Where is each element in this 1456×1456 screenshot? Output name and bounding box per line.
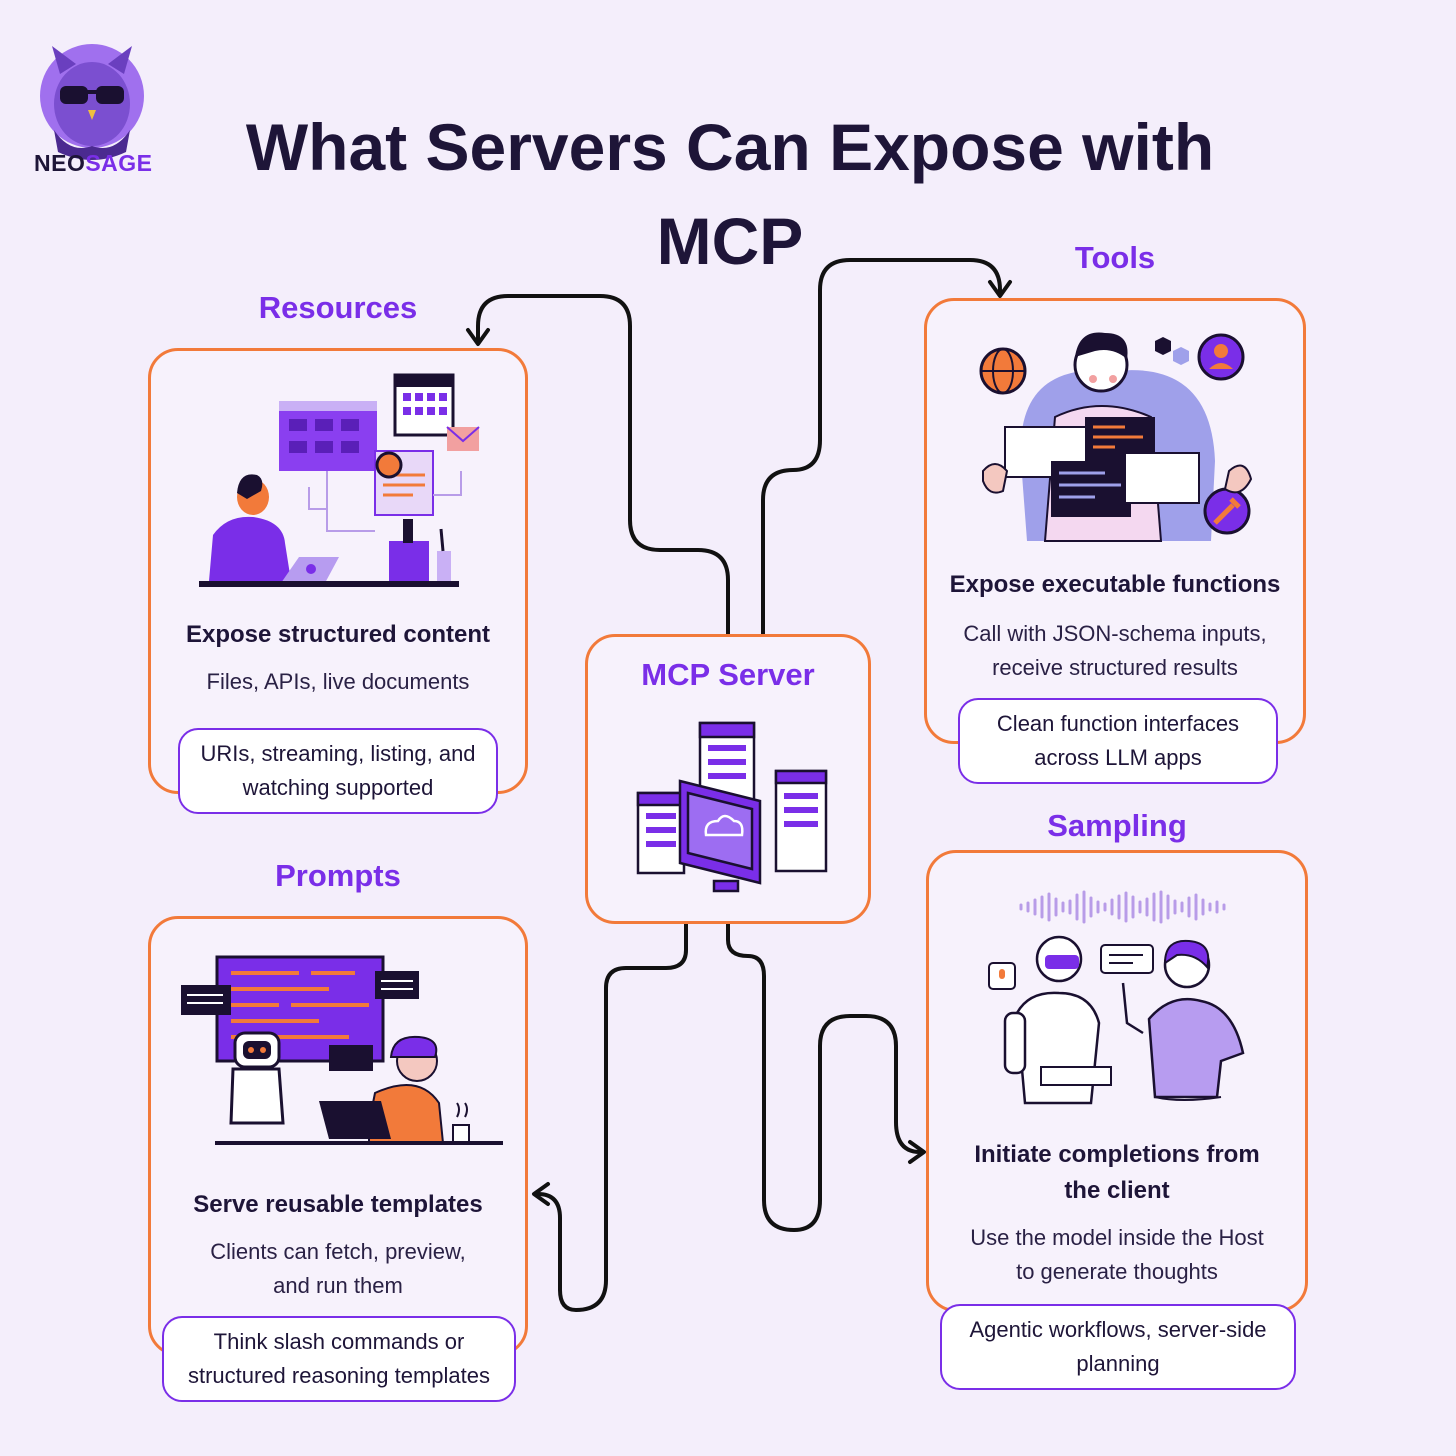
globe-icon: [979, 347, 1027, 395]
prompts-description: Clients can fetch, preview, and run them: [210, 1239, 466, 1298]
brand-wordmark: NEOSAGE: [34, 150, 153, 177]
tools-illustration: [979, 332, 1253, 542]
connector-prompts: [536, 922, 688, 1312]
resources-note: URIs, streaming, listing, and watching s…: [178, 728, 498, 814]
envelope-icon: [446, 426, 480, 451]
coffee-cup-icon: [452, 1102, 470, 1144]
brand-part-2: SAGE: [85, 150, 153, 176]
tools-note: Clean function interfaces across LLM app…: [958, 698, 1278, 784]
resources-card: Expose structured content Files, APIs, l…: [148, 348, 528, 794]
prompts-title: Prompts: [275, 858, 401, 893]
mcp-server-title: MCP Server: [641, 657, 815, 692]
server-rack-icon: [636, 721, 828, 893]
resources-description: Files, APIs, live documents: [206, 669, 470, 694]
owl-logo-icon: [40, 44, 144, 160]
tools-card: Expose executable functions Call with JS…: [924, 298, 1306, 744]
laptop-icon: [319, 1101, 391, 1139]
sampling-title: Sampling: [1047, 808, 1187, 843]
prompts-card: Serve reusable templates Clients can fet…: [148, 916, 528, 1356]
soundwave-graphic: [1019, 890, 1226, 924]
tools-description: Call with JSON-schema inputs, receive st…: [963, 621, 1267, 680]
connector-sampling: [726, 922, 922, 1232]
sampling-description: Use the model inside the Host to generat…: [970, 1225, 1264, 1284]
brand-part-1: NEO: [34, 150, 86, 176]
folder-icon: [289, 419, 359, 453]
sampling-card: Initiate completions from the client Use…: [926, 850, 1308, 1312]
sampling-illustration: [988, 890, 1245, 1105]
resources-headline: Expose structured content: [185, 621, 491, 648]
sampling-headline: Initiate completions from the client: [974, 1141, 1260, 1204]
robot-icon: [229, 1031, 285, 1125]
prompts-illustration: [181, 955, 503, 1145]
mcp-server-card: MCP Server: [585, 634, 871, 924]
title-line-2: MCP: [656, 204, 804, 278]
user-icon: [1197, 333, 1245, 381]
chat-bubble-icon: [1100, 944, 1154, 974]
prompts-headline: Serve reusable templates: [193, 1191, 483, 1218]
resources-illustration: [199, 373, 480, 587]
laptop-icon: [306, 564, 316, 574]
tools-headline: Expose executable functions: [949, 571, 1281, 598]
title-line-1: What Servers Can Expose with: [245, 110, 1215, 184]
robot-icon: [1003, 935, 1101, 1105]
tools-title: Tools: [1074, 240, 1156, 275]
sampling-note: Agentic workflows, server-side planning: [940, 1304, 1296, 1390]
resources-title: Resources: [258, 290, 418, 325]
wrench-icon: [1203, 487, 1251, 535]
calendar-icon: [393, 373, 455, 437]
prompts-note: Think slash commands or structured reaso…: [162, 1316, 516, 1402]
page-title: What Servers Can Expose with MCP: [230, 100, 1230, 288]
microphone-icon: [988, 962, 1016, 990]
